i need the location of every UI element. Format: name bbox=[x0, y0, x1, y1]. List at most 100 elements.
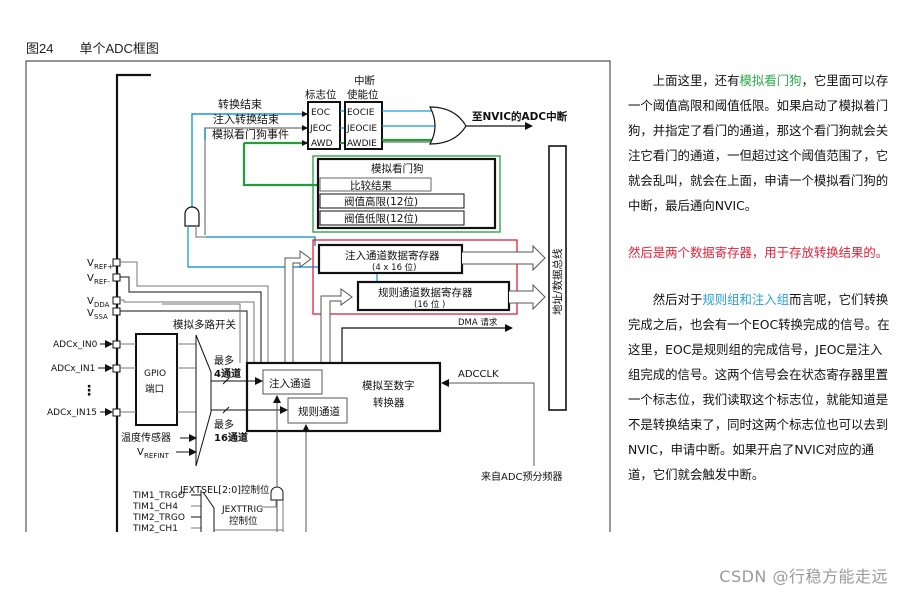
prescaler-label: 来自ADC预分频器 bbox=[481, 470, 563, 483]
timer-tim1-trgo: TIM1_TRGO bbox=[132, 491, 185, 501]
injected-to-bus-arrow bbox=[462, 244, 546, 272]
analog-mux-label: 模拟多路开关 bbox=[173, 318, 236, 331]
eoc-signal-label: 转换结束 bbox=[218, 97, 262, 111]
threshold-high-box bbox=[319, 193, 465, 209]
svg-text:V: V bbox=[87, 273, 94, 284]
svg-text:DDA: DDA bbox=[94, 301, 110, 309]
svg-text:SSA: SSA bbox=[94, 313, 108, 321]
pin-in15 bbox=[112, 408, 121, 417]
gpio-port-box bbox=[135, 333, 178, 426]
groups-highlight-text: 规则组和注入组 bbox=[702, 292, 790, 307]
paragraph-groups: 然后对于规则组和注入组而言呢，它们转换完成之后，也会有一个EOC转换完成的信号。… bbox=[628, 292, 890, 482]
compare-result: 比较结果 bbox=[350, 179, 392, 192]
regular-register-title: 规则通道数据寄存器 bbox=[378, 286, 473, 299]
status-flag-box bbox=[307, 101, 341, 150]
max16-label-2: 16通道 bbox=[214, 431, 248, 444]
jexttrig-and-gate bbox=[270, 486, 284, 501]
temp-sensor-label: 温度传感器 bbox=[121, 431, 171, 444]
svg-text:V: V bbox=[87, 296, 94, 307]
max16-label-1: 最多 bbox=[214, 418, 234, 431]
enable-eocie: EOCIE bbox=[347, 108, 375, 118]
adcclk-arrow bbox=[441, 379, 535, 466]
enable-jeocie: JEOCIE bbox=[346, 124, 377, 134]
svg-text:REF-: REF- bbox=[94, 278, 110, 286]
regular-register-size: (16 位 ) bbox=[414, 299, 445, 310]
data-registers-highlight bbox=[312, 239, 518, 315]
injected-register-title: 注入通道数据寄存器 bbox=[345, 249, 440, 262]
figure-number: 图24 bbox=[26, 41, 54, 56]
svg-text:REF+: REF+ bbox=[94, 263, 113, 271]
jexttrig-label-2: 控制位 bbox=[229, 515, 258, 527]
flag-jeoc: JEOC bbox=[309, 124, 332, 134]
watchdog-highlight-text: 模拟看门狗 bbox=[739, 73, 802, 88]
nvic-output-label: 至NVIC的ADC中断 bbox=[472, 110, 568, 123]
threshold-high: 阀值高限(12位) bbox=[344, 195, 418, 208]
vssa-pin: V SSA bbox=[87, 307, 121, 321]
compare-result-box bbox=[319, 177, 432, 192]
input-in1: ADCx_IN1 bbox=[51, 364, 95, 374]
adc-core-label-2: 转换器 bbox=[373, 396, 405, 409]
max4-label-1: 最多 bbox=[214, 354, 234, 367]
injected-channel-label: 注入通道 bbox=[269, 377, 311, 390]
jextsel-switch bbox=[202, 491, 215, 509]
threshold-low: 阀值低限(12位) bbox=[344, 212, 418, 225]
regular-channel-label: 规则通道 bbox=[298, 405, 340, 418]
timer-tim2-ch1: TIM2_CH1 bbox=[132, 524, 178, 534]
and-gate-small bbox=[184, 206, 200, 227]
input-ellipsis: ⋮ bbox=[82, 383, 96, 399]
or-gate bbox=[428, 106, 467, 145]
flag-awd: AWD bbox=[311, 139, 333, 149]
svg-text:V: V bbox=[87, 308, 94, 319]
injected-eoc-wire bbox=[206, 236, 316, 246]
svg-text:V: V bbox=[87, 258, 94, 269]
eoc-line bbox=[191, 113, 308, 208]
regular-channel-box bbox=[287, 397, 348, 424]
max4-label-2: 4通道 bbox=[214, 367, 241, 380]
adcclk-label: ADCCLK bbox=[458, 369, 499, 380]
gpio-label: GPIO bbox=[144, 369, 166, 379]
jextsel-label: JEXTSEL[2:0]控制位 bbox=[179, 484, 270, 496]
threshold-low-box bbox=[319, 210, 465, 226]
watchdog-title: 模拟看门狗 bbox=[371, 162, 424, 175]
vrefint-sub: REFINT bbox=[144, 452, 170, 460]
chip-boundary bbox=[115, 73, 151, 532]
timer-tim2-trgo: TIM2_TRGO bbox=[132, 513, 185, 523]
address-data-bus bbox=[548, 145, 567, 411]
vref-plus-pin: V REF+ bbox=[87, 258, 121, 271]
status-flags-header: 标志位 bbox=[305, 88, 337, 101]
timer-tim1-ch4: TIM1_CH4 bbox=[132, 502, 178, 512]
jexttrig-label-1: JEXTTRIG bbox=[221, 505, 263, 515]
explanation-panel: 上面这里，还有模拟看门狗，它里面可以存一个阈值高限和阈值低限。如果启动了模拟着门… bbox=[628, 68, 894, 487]
regular-to-bus-arrow bbox=[509, 283, 546, 311]
bus-label: 地址/数据总线 bbox=[551, 248, 564, 315]
figure-title: 单个ADC框图 bbox=[79, 41, 159, 56]
adc-block-diagram: 转换结束 注入转换结束 模拟看门狗事件 标志位 中断 使能位 EOC JEOC … bbox=[25, 60, 611, 534]
input-in0: ADCx_IN0 bbox=[53, 340, 98, 350]
adc-core-label-1: 模拟至数字 bbox=[362, 379, 415, 392]
flag-eoc: EOC bbox=[311, 108, 330, 118]
regular-data-register bbox=[356, 280, 511, 312]
injected-data-register bbox=[317, 243, 464, 275]
paragraph-watchdog: 上面这里，还有模拟看门狗，它里面可以存一个阈值高限和阈值低限。如果启动了模拟着门… bbox=[628, 73, 889, 213]
vrefint-label: V bbox=[137, 447, 144, 458]
vref-minus-pin: V REF- bbox=[87, 273, 121, 286]
interrupt-enable-header-1: 中断 bbox=[354, 74, 375, 87]
injected-register-input-arrow bbox=[284, 250, 312, 363]
jeoc-signal-label: 注入转换结束 bbox=[213, 112, 279, 126]
analog-mux bbox=[195, 334, 212, 467]
input-in15: ADCx_IN15 bbox=[47, 408, 97, 418]
figure-frame bbox=[25, 60, 611, 532]
pin-in0 bbox=[112, 340, 121, 349]
dma-request-label: DMA 请求 bbox=[458, 317, 498, 328]
paragraph-data-registers: 然后是两个数据寄存器，用于存放转换结果的。 bbox=[628, 245, 889, 260]
gpio-port-label: 端口 bbox=[145, 383, 164, 395]
figure-caption: 图24 单个ADC框图 bbox=[26, 38, 159, 57]
pin-in1 bbox=[112, 364, 121, 373]
injected-register-size: (4 x 16 位) bbox=[372, 262, 417, 273]
watchdog-highlight bbox=[312, 155, 501, 233]
watermark: CSDN @行稳方能走远 bbox=[719, 567, 888, 586]
awd-line bbox=[242, 143, 318, 187]
dma-request-arrow bbox=[341, 324, 513, 363]
injected-channel-box bbox=[262, 369, 323, 395]
enable-awdie: AWDIE bbox=[347, 139, 377, 149]
